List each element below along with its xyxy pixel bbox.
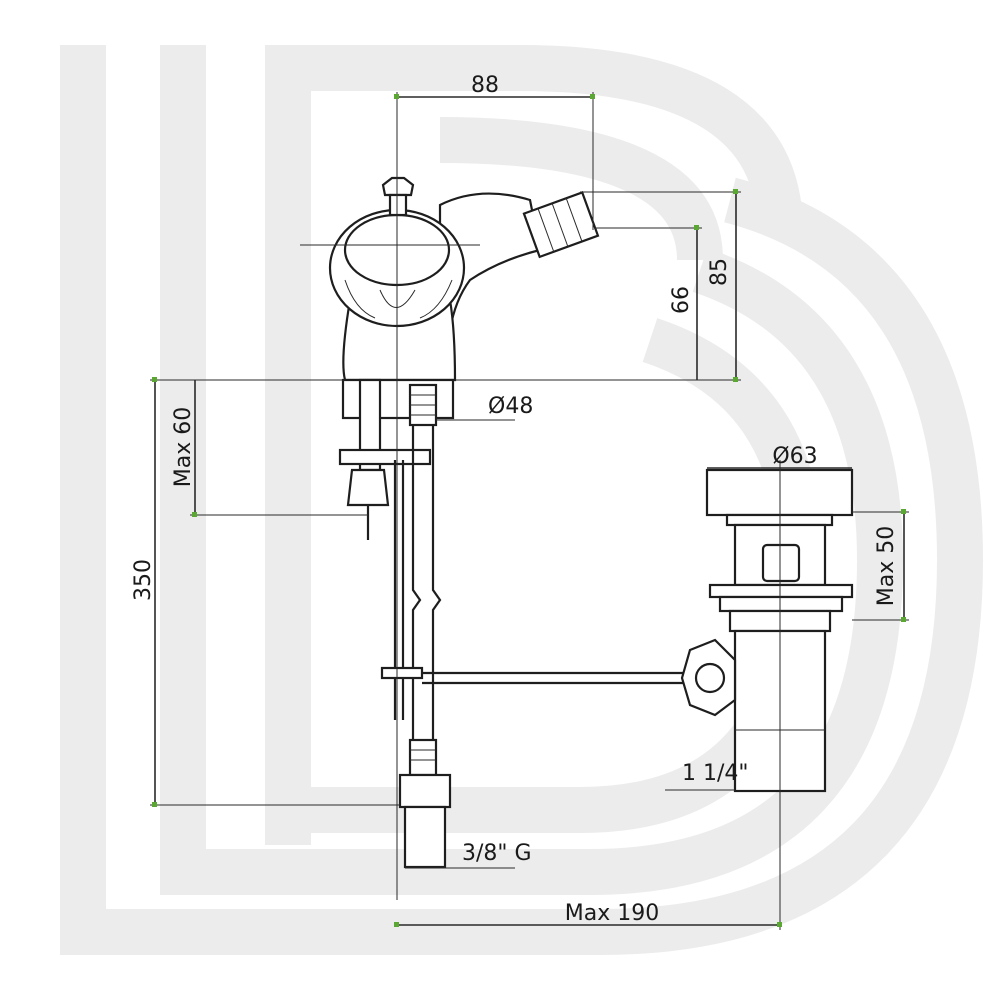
dimension-thread-1-1-4: 1 1/4" <box>665 761 749 791</box>
dimension-350: 350 <box>131 377 400 807</box>
dimension-88: 88 <box>394 73 595 230</box>
dimension-66: 66 <box>595 225 702 380</box>
dimension-85: 85 <box>455 189 741 382</box>
watermark-logo <box>60 45 984 955</box>
dimension-max-60-label: Max 60 <box>171 407 196 487</box>
dimension-max-190-label: Max 190 <box>565 901 659 926</box>
centre-lines <box>300 150 781 930</box>
dimension-diameter-63: Ø63 <box>707 444 852 469</box>
popup-waste <box>680 468 854 793</box>
dimension-thread-3-8-g: 3/8" G <box>405 841 532 869</box>
mixer-shank <box>338 378 690 869</box>
dimension-thread-3-8-g-label: 3/8" G <box>462 841 532 866</box>
dimension-88-label: 88 <box>471 73 499 98</box>
dimension-thread-1-1-4-label: 1 1/4" <box>682 761 749 786</box>
dimension-350-label: 350 <box>131 559 156 601</box>
dimension-66-label: 66 <box>669 286 694 314</box>
dimension-diameter-48-label: Ø48 <box>488 394 533 419</box>
dimension-max-60: Max 60 <box>150 379 368 517</box>
dimension-max-50-label: Max 50 <box>874 526 899 606</box>
dimension-diameter-48: Ø48 <box>436 394 533 421</box>
dimension-diameter-63-label: Ø63 <box>772 444 817 469</box>
dimension-max-190: Max 190 <box>394 901 782 927</box>
dimension-max-50: Max 50 <box>852 509 909 622</box>
dimension-85-label: 85 <box>707 258 732 286</box>
